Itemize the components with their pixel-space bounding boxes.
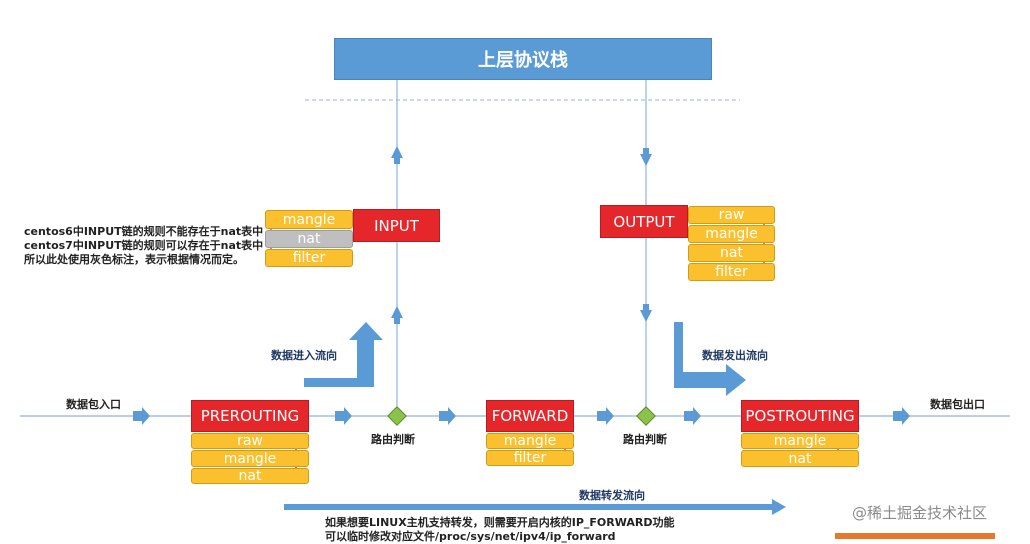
prerouting-table-mangle: mangle [191,450,309,467]
arrow-down-icon [640,304,652,322]
output-table-raw: raw [688,206,775,224]
arrow-right-icon [335,407,352,425]
output-table-nat: nat [688,244,775,262]
arrow-right-icon [893,407,910,425]
arrow-up-icon [391,146,403,164]
output-chain: OUTPUT [600,205,688,238]
ip-forward-note: 如果想要LINUX主机支持转发，则需要开启内核的IP_FORWARD功能 可以临… [325,516,674,544]
prerouting-chain: PREROUTING [191,400,309,432]
arrow-right-icon [133,407,150,425]
packet-out-label: 数据包出口 [930,398,985,411]
prerouting-table-nat: nat [191,468,309,484]
postrouting-table-mangle: mangle [741,433,859,449]
out-flow-label: 数据发出流向 [702,349,768,362]
in-flow-arrow-icon [304,322,383,387]
arrow-right-icon [597,407,614,425]
routing-label-2: 路由判断 [623,433,667,446]
output-table-filter: filter [688,263,775,281]
postrouting-table-nat: nat [741,450,859,467]
out-flow-arrow-icon [674,322,746,396]
arrow-down-icon [640,148,652,166]
routing-label-1: 路由判断 [371,433,415,446]
postrouting-chain: POSTROUTING [741,400,859,432]
watermark: @稀土掘金技术社区 [852,504,988,522]
packet-in-label: 数据包入口 [66,398,121,411]
in-flow-label: 数据进入流向 [271,349,337,362]
forward-table-filter: filter [486,450,574,466]
output-table-mangle: mangle [688,225,775,243]
forward-flow-label: 数据转发流向 [579,489,645,502]
input-table-filter: filter [265,249,353,267]
note-line: 如果想要LINUX主机支持转发，则需要开启内核的IP_FORWARD功能 [325,516,675,529]
prerouting-table-raw: raw [191,433,309,449]
arrow-up-icon [391,306,403,324]
note-line: 可以临时修改对应文件/proc/sys/net/ipv4/ip_forward [325,530,616,543]
input-table-nat: nat [265,230,353,248]
note-line: centos7中INPUT链的规则可以存在于nat表中 [24,239,264,252]
input-nat-note: centos6中INPUT链的规则不能存在于nat表中 centos7中INPU… [24,225,263,267]
arrow-right-icon [684,407,701,425]
forward-table-mangle: mangle [486,433,574,449]
forward-flow-arrow-icon [284,499,786,515]
note-line: 所以此处使用灰色标注，表示根据情况而定。 [24,253,244,266]
input-table-mangle: mangle [265,210,353,229]
note-line: centos6中INPUT链的规则不能存在于nat表中 [24,225,264,238]
upper-protocol-stack: 上层协议栈 [334,38,712,80]
arrow-right-icon [439,407,456,425]
watermark-bar [835,533,995,539]
forward-chain: FORWARD [486,400,574,432]
input-chain: INPUT [353,209,440,242]
